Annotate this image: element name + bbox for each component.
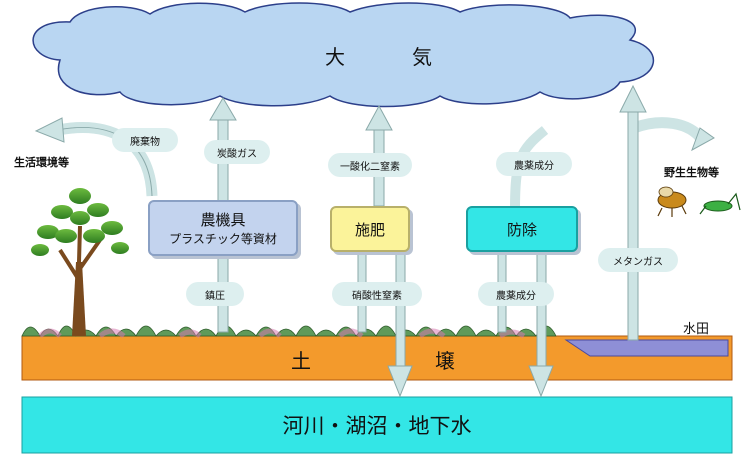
atmosphere-label-right: 気: [412, 44, 432, 69]
arrow-to-wildlife: [632, 117, 715, 152]
water-label: 河川・湖沼・地下水: [282, 414, 472, 438]
flow-pesticide-air: 農薬成分: [496, 152, 572, 176]
life-environment-label: 生活環境等: [14, 156, 69, 169]
flow-co2: 炭酸ガス: [204, 140, 270, 164]
pest-control-box: 防除: [466, 206, 578, 252]
flow-waste: 廃棄物: [112, 128, 178, 152]
tree-illustration: [31, 188, 129, 336]
machinery-label: 農機具: [200, 211, 246, 229]
atmosphere-label-left: 大: [325, 44, 345, 69]
soil-label-left: 土: [291, 348, 311, 373]
paddy-label: 水田: [683, 322, 710, 337]
fertilizer-box: 施肥: [330, 206, 410, 252]
flow-methane: メタンガス: [598, 248, 678, 272]
soil-label-right: 壌: [435, 348, 455, 373]
machinery-sublabel: プラスチック等資材: [169, 232, 277, 246]
flow-nitrate: 硝酸性窒素: [332, 282, 422, 306]
flow-n2o: 一酸化二窒素: [328, 153, 412, 177]
vegetation-row: [21, 325, 557, 339]
machinery-box: 農機具 プラスチック等資材: [148, 200, 298, 256]
atmosphere-cloud: [32, 2, 655, 108]
flow-compaction: 鎮圧: [186, 282, 244, 306]
fertilizer-label: 施肥: [354, 220, 385, 239]
insect-icons: [657, 186, 741, 217]
flow-pesticide-water: 農薬成分: [478, 282, 554, 306]
wildlife-label: 野生生物等: [664, 166, 719, 179]
paddy-field: [564, 339, 729, 357]
water-layer: [21, 396, 733, 454]
pest-control-label: 防除: [506, 220, 537, 239]
